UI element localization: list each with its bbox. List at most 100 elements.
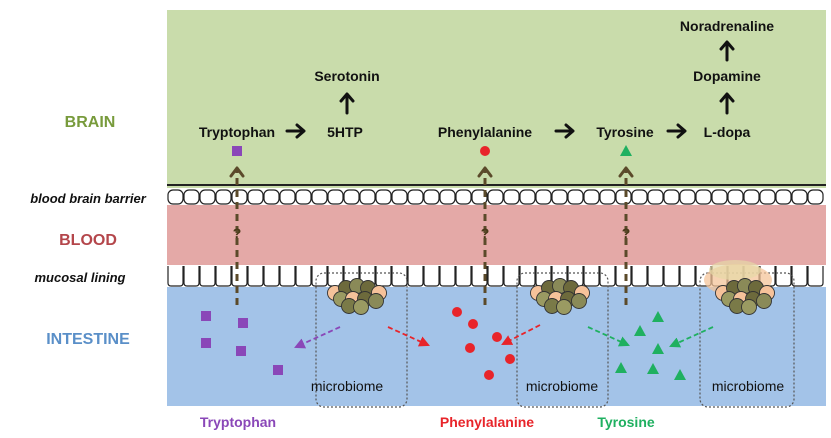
villus <box>615 266 632 287</box>
villus <box>583 266 600 287</box>
bbb-cell <box>439 189 456 205</box>
microbiome-to-tyrosine-arrow <box>587 326 630 347</box>
phenylalanine-to-microbiome-arrow <box>501 324 541 345</box>
bbb-cell <box>759 189 776 205</box>
villus <box>183 266 200 287</box>
bottom-label-tyrosine: Tyrosine <box>597 414 655 430</box>
villus <box>247 266 264 287</box>
brain-tryptophan-square <box>232 146 242 156</box>
arrow-phe-to-tyr <box>554 123 575 139</box>
trp-square <box>201 338 211 348</box>
villus <box>231 266 248 287</box>
microbiome-label-3: microbiome <box>712 378 785 394</box>
arrow-ldopa-to-dopamine <box>719 92 735 115</box>
bbb-cell <box>199 189 216 205</box>
arrow-5htp-to-serotonin <box>339 92 355 115</box>
bbb-cell <box>727 189 744 205</box>
brain-ldopa: L-dopa <box>704 124 751 140</box>
villus <box>407 266 424 287</box>
villus <box>647 266 664 287</box>
bbb-label: blood brain barrier <box>30 191 147 206</box>
pathway-arrows <box>285 40 735 139</box>
bbb-cell <box>231 189 248 205</box>
bacterium <box>756 293 772 309</box>
villus <box>439 266 456 287</box>
villus <box>455 266 472 287</box>
villus <box>295 266 312 287</box>
bbb-cell <box>391 189 408 205</box>
bbb-cell <box>407 189 424 205</box>
villus <box>503 266 520 287</box>
arrow-dopamine-to-noradrenaline <box>719 40 735 62</box>
bbb-cells <box>167 189 824 205</box>
microbiome-box-2 <box>516 272 609 408</box>
transport-arrowheads <box>229 166 634 178</box>
bbb-cell <box>551 189 568 205</box>
tyr-triangle <box>674 369 686 380</box>
unknown-phenylalanine: ? <box>481 225 490 241</box>
villus <box>391 266 408 287</box>
villus <box>791 266 808 287</box>
phe-dot <box>468 319 478 329</box>
intestine-region <box>167 285 826 406</box>
bbb-cell <box>535 189 552 205</box>
bottom-label-tryptophan: Tryptophan <box>200 414 276 430</box>
mucosal-label: mucosal lining <box>34 270 125 285</box>
bbb-cell <box>359 189 376 205</box>
unknown-tyrosine: ? <box>622 225 631 241</box>
bbb-cell <box>455 189 472 205</box>
bbb-cell <box>679 189 696 205</box>
villus <box>775 266 792 287</box>
bbb-cell <box>247 189 264 205</box>
villus <box>167 266 184 287</box>
villus <box>423 266 440 287</box>
tyr-triangle <box>615 362 627 373</box>
villus <box>631 266 648 287</box>
brain-tyrosine-triangle <box>620 145 632 156</box>
bbb-cell <box>295 189 312 205</box>
brain-tryptophan: Tryptophan <box>199 124 275 140</box>
trp-square <box>238 318 248 328</box>
bacterium <box>353 299 369 315</box>
villus <box>311 266 328 287</box>
bbb-cell <box>647 189 664 205</box>
bacterium <box>368 293 384 309</box>
bbb-cell <box>423 189 440 205</box>
brain-serotonin: Serotonin <box>314 68 379 84</box>
bbb-cell <box>503 189 520 205</box>
arrow-trp-to-5htp <box>285 123 306 139</box>
tyr-triangle <box>634 325 646 336</box>
brain-label: BRAIN <box>65 114 116 131</box>
phe-dot <box>484 370 494 380</box>
brain-noradrenaline: Noradrenaline <box>680 18 774 34</box>
bacterium <box>741 299 757 315</box>
phe-dot <box>465 343 475 353</box>
villus <box>199 266 216 287</box>
intestine-tyrosine-triangles <box>615 311 686 380</box>
bacteria-cluster-1 <box>327 278 387 315</box>
bbb-cell <box>279 189 296 205</box>
transport-arrows <box>235 170 628 305</box>
brain-phenylalanine-dot <box>480 146 490 156</box>
bbb-cell <box>471 189 488 205</box>
bacterium <box>556 299 572 315</box>
brain-dopamine: Dopamine <box>693 68 761 84</box>
bacteria-cluster-3 <box>715 278 775 315</box>
mucosal-villi <box>167 266 824 287</box>
brain-region <box>167 10 826 188</box>
bbb-cell <box>775 189 792 205</box>
villus <box>519 266 536 287</box>
brain-tyrosine: Tyrosine <box>596 124 654 140</box>
villus <box>471 266 488 287</box>
bbb-cell <box>583 189 600 205</box>
blood-region <box>167 205 826 265</box>
trp-square <box>273 365 283 375</box>
trp-square <box>201 311 211 321</box>
villus <box>807 266 824 287</box>
villus <box>663 266 680 287</box>
bbb-cell <box>663 189 680 205</box>
phe-dot <box>452 307 462 317</box>
bbb-cell <box>263 189 280 205</box>
trp-square <box>236 346 246 356</box>
